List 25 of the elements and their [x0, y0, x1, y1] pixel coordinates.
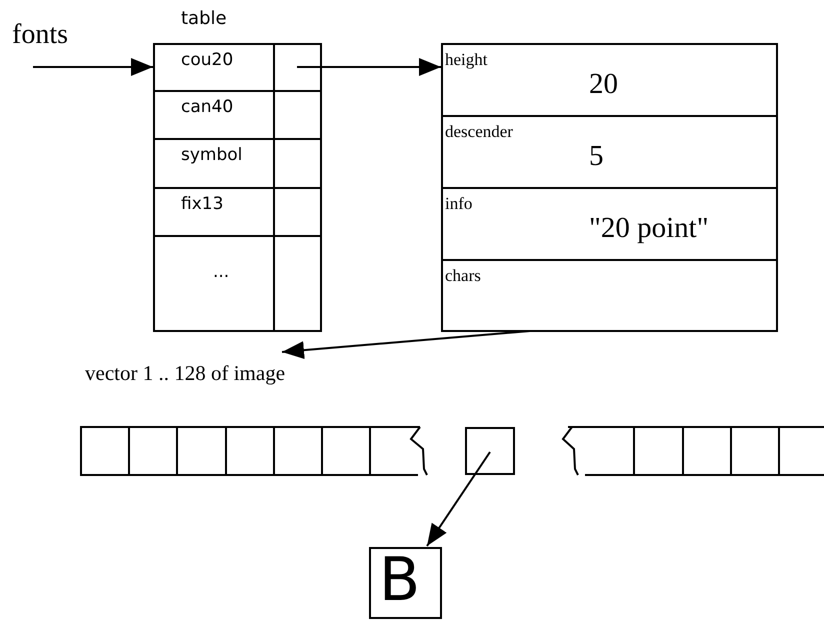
table-row	[155, 140, 320, 189]
font-name: can40	[181, 98, 234, 117]
arrow	[426, 451, 491, 547]
font-name: cou20	[181, 51, 234, 70]
arrow	[33, 58, 153, 76]
field-value: 5	[589, 141, 604, 173]
record-box	[441, 43, 778, 332]
font-name: fix13	[181, 195, 224, 214]
array-cell	[465, 427, 515, 475]
table-heading: table	[181, 9, 227, 29]
field-value: "20 point"	[589, 213, 709, 245]
font-name: symbol	[181, 146, 242, 165]
table-row	[155, 189, 320, 237]
array-label: vector 1 .. 128 of image	[85, 362, 286, 386]
glyph-box	[369, 547, 442, 619]
glyph-letter: B	[379, 547, 420, 613]
arrow	[297, 58, 441, 76]
field-name: chars	[445, 267, 481, 286]
table-row	[155, 45, 320, 92]
table-row	[155, 92, 320, 140]
field-name: descender	[445, 123, 513, 142]
field-name: height	[445, 51, 488, 70]
field-value: 20	[589, 69, 618, 101]
font-name: ...	[213, 263, 230, 282]
field-name: info	[445, 195, 472, 214]
